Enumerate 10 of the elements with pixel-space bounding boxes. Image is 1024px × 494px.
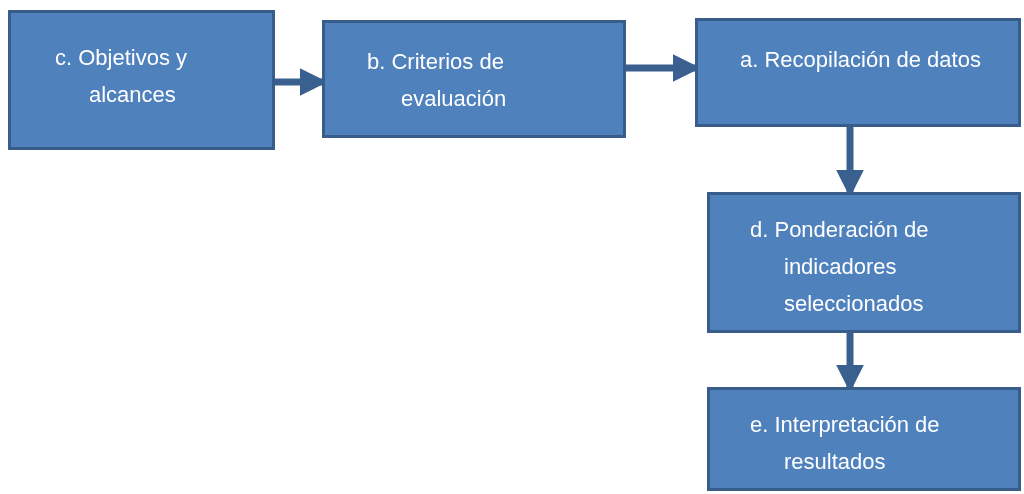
process-box: [322, 20, 626, 138]
process-box: [707, 192, 1021, 333]
step-label: a. Recopilación de datos: [740, 47, 981, 72]
process-box: [695, 18, 1021, 127]
step-label: b. Criterios de evaluación: [367, 49, 507, 111]
step-label: e. Interpretación de resultados: [750, 412, 940, 474]
process-box: [707, 387, 1021, 491]
process-box: [8, 10, 275, 150]
step-label: c. Objetivos y alcances: [55, 45, 188, 107]
step-label: d. Ponderación de indicadores seleccionados: [750, 217, 929, 316]
